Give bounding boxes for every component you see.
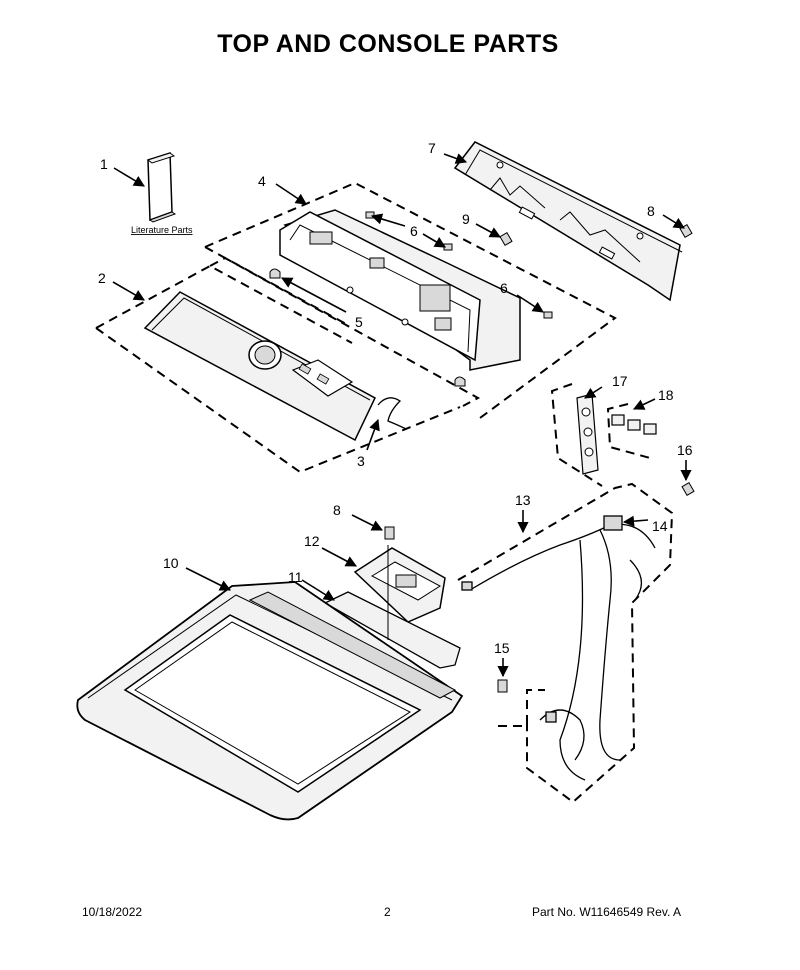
footer-date: 10/18/2022: [82, 905, 143, 919]
callout-8a: 8: [647, 203, 655, 219]
overlay-clips: [269, 268, 466, 387]
callout-8b: 8: [333, 502, 341, 518]
callout-4: 4: [258, 173, 266, 189]
console-assembly: [279, 209, 521, 371]
callout-2: 2: [98, 270, 106, 286]
rear-mounting-bracket: [453, 141, 683, 302]
callout-7: 7: [428, 140, 436, 156]
overlay-wire: [377, 397, 407, 430]
callout-13: 13: [515, 492, 531, 508]
callout-6b: 6: [500, 280, 508, 296]
dashed-group-outlines: [95, 181, 674, 804]
literature-parts-label: Literature Parts: [131, 225, 193, 235]
callout-9: 9: [462, 211, 470, 227]
literature-parts-booklet: [146, 151, 177, 223]
console-overlay-panel: [143, 291, 376, 442]
callout-18: 18: [658, 387, 674, 403]
callout-12: 12: [304, 533, 320, 549]
page-title: TOP AND CONSOLE PARTS: [217, 30, 559, 58]
wire-harness: [461, 515, 656, 781]
callout-6a: 6: [410, 223, 418, 239]
callout-11: 11: [288, 569, 303, 585]
footer-page-number: 2: [384, 905, 391, 919]
callout-3: 3: [357, 453, 365, 469]
callout-1: 1: [100, 156, 108, 172]
footer-part-number: Part No. W11646549 Rev. A: [532, 905, 681, 919]
callout-10: 10: [163, 555, 179, 571]
connectors-18: [611, 414, 657, 435]
callout-leaders: [112, 153, 692, 678]
callout-14: 14: [652, 518, 668, 534]
callout-15: 15: [494, 640, 510, 656]
control-board: [353, 547, 446, 623]
callout-17: 17: [612, 373, 628, 389]
callout-5: 5: [355, 314, 363, 330]
terminal-block-17: [576, 393, 599, 475]
washer-top: [76, 581, 464, 821]
board-bracket: [323, 545, 461, 669]
callout-16: 16: [677, 442, 693, 458]
